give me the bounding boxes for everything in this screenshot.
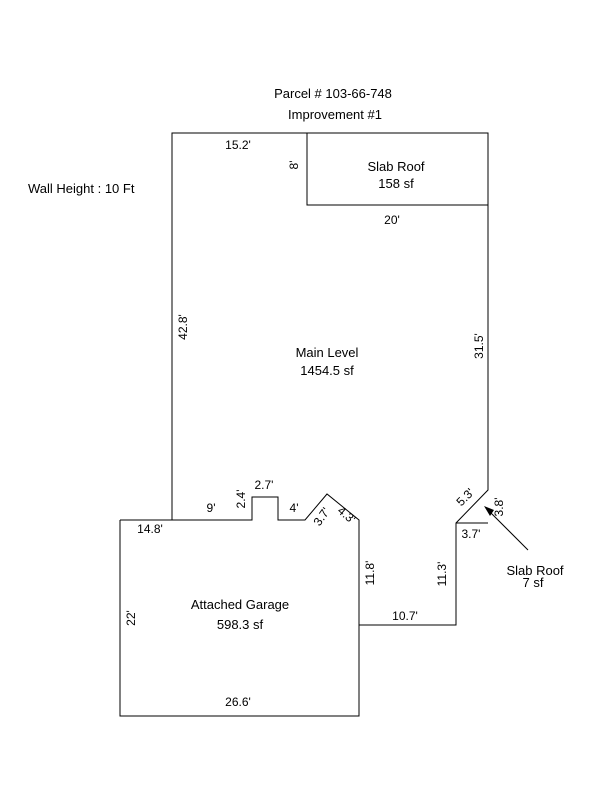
wall-height: Wall Height : 10 Ft [28,181,135,196]
slab-roof-pointer-arrowhead [484,506,494,516]
dim-bump-height: 2.4' [234,490,248,509]
garage-size: 598.3 sf [217,617,264,632]
dim-small-step: 3.7' [462,527,481,541]
slab-roof-small-name: Slab Roof [506,563,563,578]
main-level-name: Main Level [296,345,359,360]
improvement-label: Improvement #1 [288,107,382,122]
garage-outline [119,519,360,717]
dim-garage-top: 14.8' [137,522,163,536]
dim-step-height: 11.3' [435,562,449,587]
dim-diag-right: 4.3' [335,503,359,526]
garage-name: Attached Garage [191,597,289,612]
slab-roof-top-outline [306,133,488,206]
dim-slab-depth: 8' [287,161,301,170]
slab-roof-top-name: Slab Roof [367,159,424,174]
dim-left-height: 42.8' [176,314,190,340]
main-level-outline [171,132,489,626]
dim-right-height: 31.5' [472,333,486,359]
slab-roof-pointer-line [487,509,529,551]
dim-step-bottom: 10.7' [392,609,418,623]
dim-garage-right-upper: 11.8' [363,561,377,586]
dim-small-vertical: 3.8' [492,498,506,517]
dim-bump-left: 9' [207,501,216,515]
dim-garage-bottom: 26.6' [225,695,251,709]
slab-roof-small-size: 7 sf [523,575,544,590]
dim-diag-left: 3.7' [311,505,333,529]
dim-top-left-width: 15.2' [225,138,251,152]
dim-slab-width: 20' [384,213,400,227]
dim-bump-right: 4' [290,501,299,515]
slab-roof-top-size: 158 sf [378,176,414,191]
dim-bump-width: 2.7' [255,478,274,492]
parcel-number: Parcel # 103-66-748 [274,86,392,101]
dim-garage-left: 22' [124,610,138,626]
main-level-size: 1454.5 sf [300,363,354,378]
